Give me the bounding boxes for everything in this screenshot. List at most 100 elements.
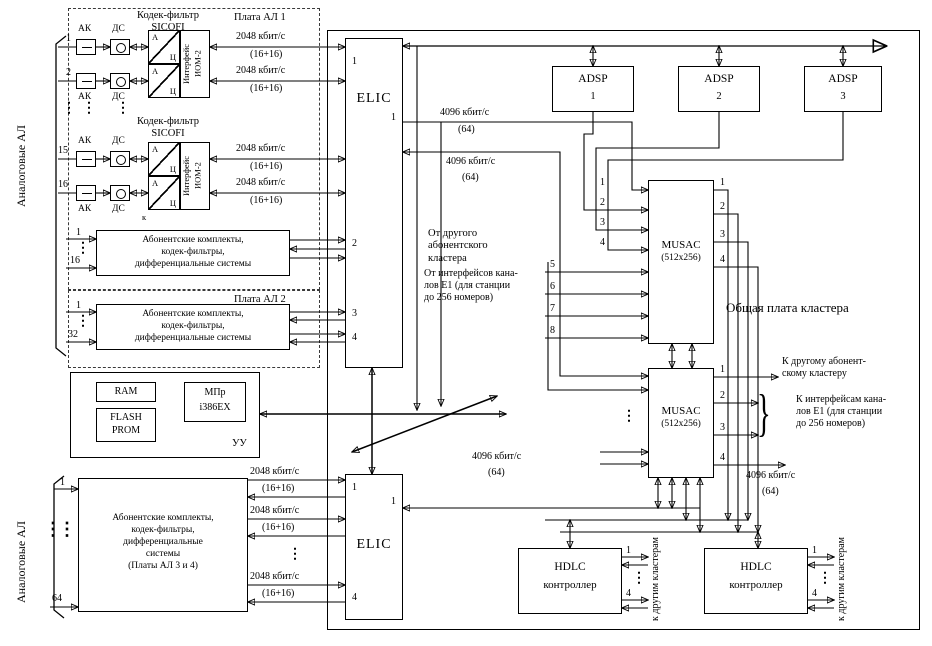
musac2-port: 4 [720,452,725,463]
musac1-port: 2 [600,197,605,208]
adc-a: А [152,178,159,188]
musac1-port: 3 [600,217,605,228]
line-number: 64 [52,593,62,604]
adsp-label: ADSP [704,73,734,85]
sicofi-label: SICOFI [151,22,185,33]
subscriber-text: кодек-фильтры, [131,525,195,535]
ak-symbol [82,159,92,160]
musac-size: (512x256) [661,419,701,429]
rate-label: 2048 кбит/с [250,505,300,516]
analog-al-label-bottom: Аналоговые АЛ [14,521,28,603]
ds-symbol [116,77,126,87]
ellipsis: ⋮ [818,571,832,586]
subscriber-text: дифференциальные [123,537,203,547]
adc-box: А Ц [148,64,180,98]
ellipsis: ⋮ [76,314,90,329]
rate-label: (64) [762,486,779,497]
from-cluster-line: абонентского [428,240,488,252]
ellipsis: ⋮ [288,547,302,562]
elic-port: 1 [352,56,357,67]
elic-label: ELIC [356,537,392,552]
hdlc2-port: 1 [812,545,817,556]
flash-label: FLASH [110,412,142,423]
adc-box: А Ц [148,176,180,210]
adc-c: Ц [169,197,176,208]
ds-box [110,73,130,89]
to-clusters-label: к другим кластерам [650,537,661,621]
rate-label: (64) [462,172,479,183]
adsp3-box: ADSP 3 [804,66,882,112]
musac1-port: 7 [550,303,555,314]
line-number: 1 [76,227,81,238]
ak-symbol [82,81,92,82]
hdlc1-box: HDLC контроллер [518,548,622,614]
elic-port: 1 [391,112,396,123]
to-clusters-label: к другим кластерам [836,537,847,621]
musac2-box: MUSAC (512x256) [648,368,714,478]
musac1-port: 1 [720,177,725,188]
to-cluster-line: скому кластеру [782,367,847,379]
cpu-label: МПр [204,387,226,398]
from-e1-line: до 256 номеров) [424,291,494,303]
subscriber-text: Абонентские комплекты, [142,235,244,245]
plata-al2-box [68,290,320,368]
to-e1-line: К интерфейсам кана- [796,394,887,405]
ram-box: RAM [96,382,156,402]
elic-top-box: ELIC 1 1 2 3 4 [345,38,403,368]
cluster-board-box [327,30,920,630]
line-number: 16 [58,179,68,190]
rate-label: 2048 кбит/с [236,31,286,42]
musac1-box: MUSAC (512x256) [648,180,714,344]
adc-a: А [152,32,159,42]
subscriber-text: Абонентские комплекты, [112,513,214,523]
rate-label: (16+16) [250,195,283,206]
line-number: 16 [70,255,80,266]
ak-symbol [82,193,92,194]
from-cluster-line: кластера [428,252,467,264]
ds-label: ДС [112,92,125,102]
line-number: 1 [66,33,71,44]
musac1-port: 4 [720,254,725,265]
iom2-label: Интерфейс [181,43,191,85]
from-e1-line: лов E1 (для станции [424,279,511,291]
rate-label: 2048 кбит/с [250,466,300,477]
hdlc2-box: HDLC контроллер [704,548,808,614]
rate-label: 4096 кбит/с [446,156,496,167]
ellipsis: ⋮ [82,101,96,116]
ak-box [76,151,96,167]
rate-label: 4096 кбит/с [472,451,522,462]
to-e1-line: до 256 номеров) [796,417,866,429]
adc-c: Ц [169,51,176,62]
rate-label: (64) [488,467,505,478]
elic-port: 1 [352,482,357,493]
ak-box [76,73,96,89]
iom2-label: Интерфейс [181,155,191,197]
sicofi-label: Кодек-фильтр [136,10,200,21]
flash-prom-box: FLASH PROM [96,408,156,442]
musac1-port: 5 [550,259,555,270]
from-cluster-text: От другого абонентского кластера [428,228,488,265]
ds-symbol [116,155,126,165]
adsp-number: 1 [590,91,596,102]
subscriber-sets-box-1: Абонентские комплекты, кодек-фильтры, ди… [96,230,290,276]
subscriber-sets-box-2: Абонентские комплекты, кодек-фильтры, ди… [96,304,290,350]
musac2-port: 1 [720,364,725,375]
ellipsis: ⋮ [44,519,62,539]
elic-port: 3 [352,308,357,319]
adc-box: А Ц [148,30,180,64]
uu-label: УУ [232,438,247,449]
from-e1-text: От интерфейсов кана- лов E1 (для станции… [424,268,518,303]
musac1-port: 8 [550,325,555,336]
ak-label: АК [78,136,92,146]
ds-box [110,151,130,167]
plata-al2-label: Плата АЛ 2 [234,294,286,305]
subscriber-text: кодек-фильтры, [161,321,225,331]
adc-a: А [152,144,159,154]
plata-al1-box [68,8,320,290]
adsp1-box: ADSP 1 [552,66,634,112]
from-cluster-line: От другого [428,228,478,239]
subscriber-sets-box-34: Абонентские комплекты, кодек-фильтры, ди… [78,478,248,612]
to-e1-text: К интерфейсам кана- лов E1 (для станции … [796,394,886,429]
